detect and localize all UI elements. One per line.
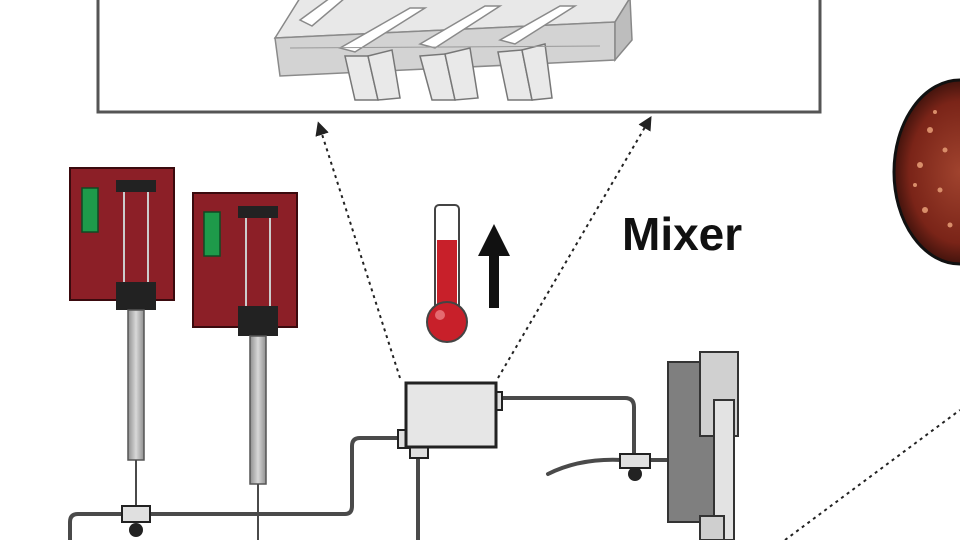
syringe-pump-2: [192, 192, 298, 540]
inset-pointer-lines: [315, 115, 960, 540]
pump-indicator: [203, 211, 221, 257]
pump-indicator: [81, 187, 99, 233]
tube-connectors: [121, 391, 651, 537]
mixer-chip-inset: [96, 0, 822, 114]
tubing: [68, 396, 714, 540]
mixer-unit: [404, 381, 498, 449]
mixer-label: Mixer: [622, 208, 742, 260]
outlet-holder: [667, 351, 739, 540]
herringbone-chip: [273, 0, 633, 101]
syringe-pump-1: [69, 167, 175, 508]
sample-dish: [892, 78, 960, 266]
temperature-up-arrow: [478, 224, 510, 308]
thermometer-icon: [426, 204, 468, 343]
